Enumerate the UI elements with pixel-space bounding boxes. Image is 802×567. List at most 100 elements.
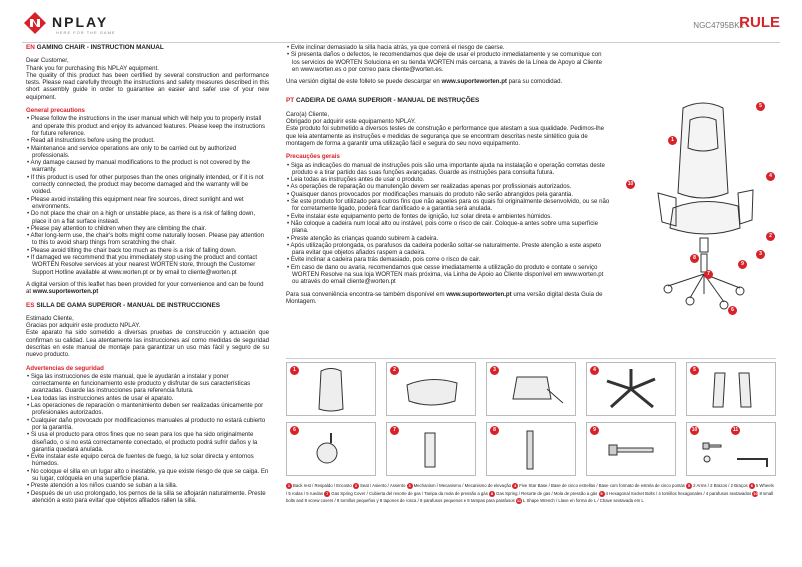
part-arms: 5 [686,362,776,416]
list-item: Las operaciones de reparación o mantenim… [26,402,269,417]
brand-name: NPLAY [52,14,109,30]
legend-text: L Shape Wrench / Llave en forma de L / C… [523,498,644,503]
legend-number: 7 [324,490,331,497]
list-item: Si usa el producto para otros fines que … [26,431,269,453]
diagram-callout: 8 [690,254,699,263]
en-code: EN [26,44,35,51]
pt-greeting: Caro(a) Cliente, [286,110,330,118]
pt-digital-url[interactable]: www.suporteworten.pt [446,290,512,298]
list-item: Do not place the chair on a high or unst… [26,210,269,225]
part-number: 10 [690,426,699,435]
list-item: No coloque el silla en un lugar alto o i… [26,468,269,483]
legend-number: 11 [516,498,523,504]
pt-digital-suffix: uma versão digital desta Guia de Montage… [286,290,603,305]
es-precautions-continued: Evite inclinar demasiado la silla hacia … [286,44,610,73]
list-item: Maintenance and service operations are o… [26,145,269,160]
en-precautions-title: General precautions [26,107,85,115]
legend-number: 9 [598,490,605,497]
part-number: 8 [490,426,499,435]
parts-divider [286,358,776,359]
diagram-callout: 10 [626,180,635,189]
list-item: Em caso de dano ou avaria, recomendamos … [286,264,610,286]
es-digital-url[interactable]: www.suporteworten.pt [441,78,507,86]
es-precautions-title: Advertencias de seguridad [26,364,104,372]
legend-number: 3 [406,483,413,489]
list-item: Se este produto for utilizado para outro… [286,198,610,213]
es-code: ES [26,301,35,309]
legend-number: 6 [748,483,755,489]
header-divider [22,42,780,43]
pt-digital-text: Para sua conveniência encontra-se também… [286,290,447,298]
mechanism-icon [512,376,564,404]
diagram-callout: 1 [668,136,677,145]
list-item: Any damage caused by manual modification… [26,159,269,174]
es-intro: Este aparato ha sido sometido a diversas… [26,329,269,359]
part-number: 3 [490,366,499,375]
l-shape-wrench-icon [737,458,768,467]
diagram-callout: 3 [756,250,765,259]
list-item: Read all instructions before using the p… [26,137,269,144]
back-rest-icon [318,368,344,412]
middle-column: Evite inclinar demasiado la silla hacia … [286,44,610,309]
part-seat: 2 [386,362,476,416]
legend-text: Gas Spring / Resorte de gas / Mola de pr… [496,490,598,496]
legend-number: 2 [352,483,359,489]
en-title: GAMING CHAIR - INSTRUCTION MANUAL [36,44,164,51]
list-item: Evite instalar este equipamento perto de… [286,213,610,220]
es-section-title: ES SILLA DE GAMA SUPERIOR - MANUAL DE IN… [26,302,269,309]
list-item: Please avoid installing this equipment n… [26,196,269,211]
list-item: As operações de reparação ou manutenção … [286,183,610,190]
part-back-rest: 1 [286,362,376,416]
legend-number: 10 [752,490,759,497]
list-item: Após utilização prolongada, os parafusos… [286,242,610,257]
part-number: 7 [390,426,399,435]
es-digital-suffix: para su comodidad. [506,78,563,86]
model-number: NGC4795BK2 [693,21,744,30]
list-item: Después de un uso prolongado, los pernos… [26,490,269,505]
es-digital-text: Una versión digital de este folleto se p… [286,78,442,86]
en-thanks: Thank you for purchasing this NPLAY equi… [26,64,159,72]
list-item: Lea todas las instrucciones antes de usa… [26,395,269,402]
list-item: Evite inclinar a cadeira para trás demas… [286,256,610,263]
nplay-logo-icon [24,12,46,34]
list-item: After long-term use, the chair's bolts m… [26,232,269,247]
pt-title: CADEIRA DE GAMA SUPERIOR - MANUAL DE INS… [295,97,480,105]
es-title: SILLA DE GAMA SUPERIOR - MANUAL DE INSTR… [36,301,220,309]
en-digital-note: A digital version of this leaflet has be… [26,281,269,296]
legend-number: 4 [512,483,519,489]
list-item: Preste atención a los niños cuando se su… [26,482,269,489]
list-item: Leia todas as instruções antes de usar o… [286,176,610,183]
legend-text: 2 Arms / 2 Brazos / 2 Braços [693,483,748,488]
arms-icon [712,372,752,408]
part-number: 4 [590,366,599,375]
diagram-callout: 2 [766,232,775,241]
es-precautions-list: Siga las instrucciones de este manual, q… [26,373,269,504]
part-number: 9 [590,426,599,435]
five-star-base-icon [606,369,656,409]
list-item: Quaisquer danos provocados por modificaç… [286,191,610,198]
seat-icon [406,379,458,406]
part-number: 5 [690,366,699,375]
part-number: 2 [390,366,399,375]
en-digital-url[interactable]: www.suporteworten.pt [32,288,99,296]
gas-spring-cover-icon [424,432,436,468]
part-number: 6 [290,426,299,435]
left-column: EN GAMING CHAIR - INSTRUCTION MANUAL Dea… [26,44,269,504]
pt-digital-note: Para sua conveniência encontra-se também… [286,291,610,306]
diagram-callout: 9 [738,260,747,269]
part-mechanism: 3 [486,362,576,416]
part-number: 11 [731,426,740,435]
list-item: Não coloque a cadeira num local alto ou … [286,220,610,235]
legend-text: 8 small bolts and 8 screw covers / 8 tor… [286,490,774,504]
en-digital-text: A digital version of this leaflet has be… [26,280,264,296]
small-bolts-screw-covers-icon [702,442,722,463]
wheels-icon [316,433,338,464]
